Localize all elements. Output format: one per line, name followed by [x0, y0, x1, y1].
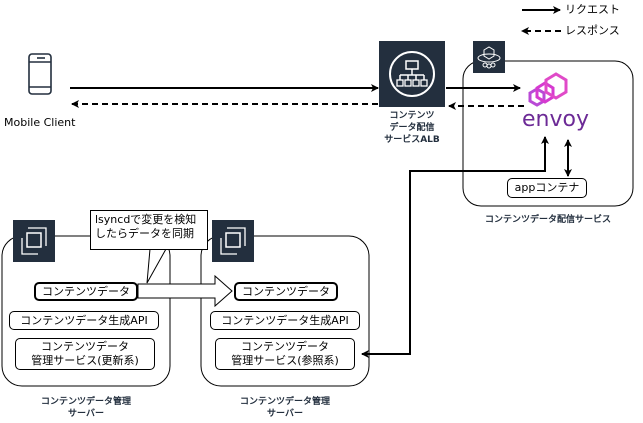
left-mgmt-service-line2: 管理サービス(更新系): [31, 354, 139, 367]
left-mgmt-service-line1: コンテンツデータ: [41, 340, 129, 353]
left-server-label-line1: コンテンツデータ管理: [40, 397, 131, 407]
right-server-label-line2: サーバー: [267, 409, 303, 419]
sync-callout-line1: lsyncdで変更を検知: [95, 213, 197, 226]
left-server-group-label: コンテンツデータ管理 サーバー: [2, 396, 170, 420]
left-generation-api-box: コンテンツデータ生成API: [9, 311, 159, 330]
alb-label-line3: サービスALB: [384, 135, 440, 145]
ec2-instance-icon-left: [13, 220, 55, 262]
delivery-service-group: [462, 60, 634, 207]
load-balancer-icon: [379, 41, 445, 107]
sync-callout-line2: したらデータを同期: [95, 227, 194, 240]
envoy-logo-icon: [528, 72, 568, 107]
sync-callout: lsyncdで変更を検知 したらデータを同期: [90, 210, 208, 250]
delivery-service-group-label: コンテンツデータ配信サービス: [484, 215, 611, 225]
legend-request-label: リクエスト: [565, 3, 620, 16]
right-server-group-label: コンテンツデータ管理 サーバー: [201, 396, 369, 420]
mobile-client-label: Mobile Client: [4, 116, 76, 129]
alb-label-line1: コンテンツ: [389, 111, 435, 121]
right-generation-api-box: コンテンツデータ生成API: [210, 311, 360, 330]
left-content-data-box: コンテンツデータ: [34, 282, 138, 301]
left-server-label-line2: サーバー: [68, 409, 104, 419]
right-mgmt-service-box: コンテンツデータ 管理サービス(参照系): [215, 338, 355, 370]
mobile-phone-icon: [28, 53, 52, 95]
right-content-data-box: コンテンツデータ: [234, 282, 338, 301]
alb-label-line2: データ配信: [389, 123, 435, 133]
ecs-service-icon: [473, 41, 505, 73]
ec2-instance-icon-right: [212, 220, 254, 262]
legend-response-label: レスポンス: [565, 24, 620, 37]
left-mgmt-service-box: コンテンツデータ 管理サービス(更新系): [15, 338, 155, 370]
right-mgmt-service-line1: コンテンツデータ: [241, 340, 329, 353]
right-mgmt-service-line2: 管理サービス(参照系): [231, 354, 339, 367]
callout-pointer: [146, 248, 167, 284]
alb-label: コンテンツ データ配信 サービスALB: [382, 110, 442, 146]
arrow-envoy-to-reference-service: [361, 138, 546, 358]
envoy-label: envoy: [522, 107, 589, 132]
app-container-box: appコンテナ: [507, 178, 587, 198]
right-server-label-line1: コンテンツデータ管理: [239, 397, 330, 407]
sync-block-arrow: [137, 274, 233, 308]
